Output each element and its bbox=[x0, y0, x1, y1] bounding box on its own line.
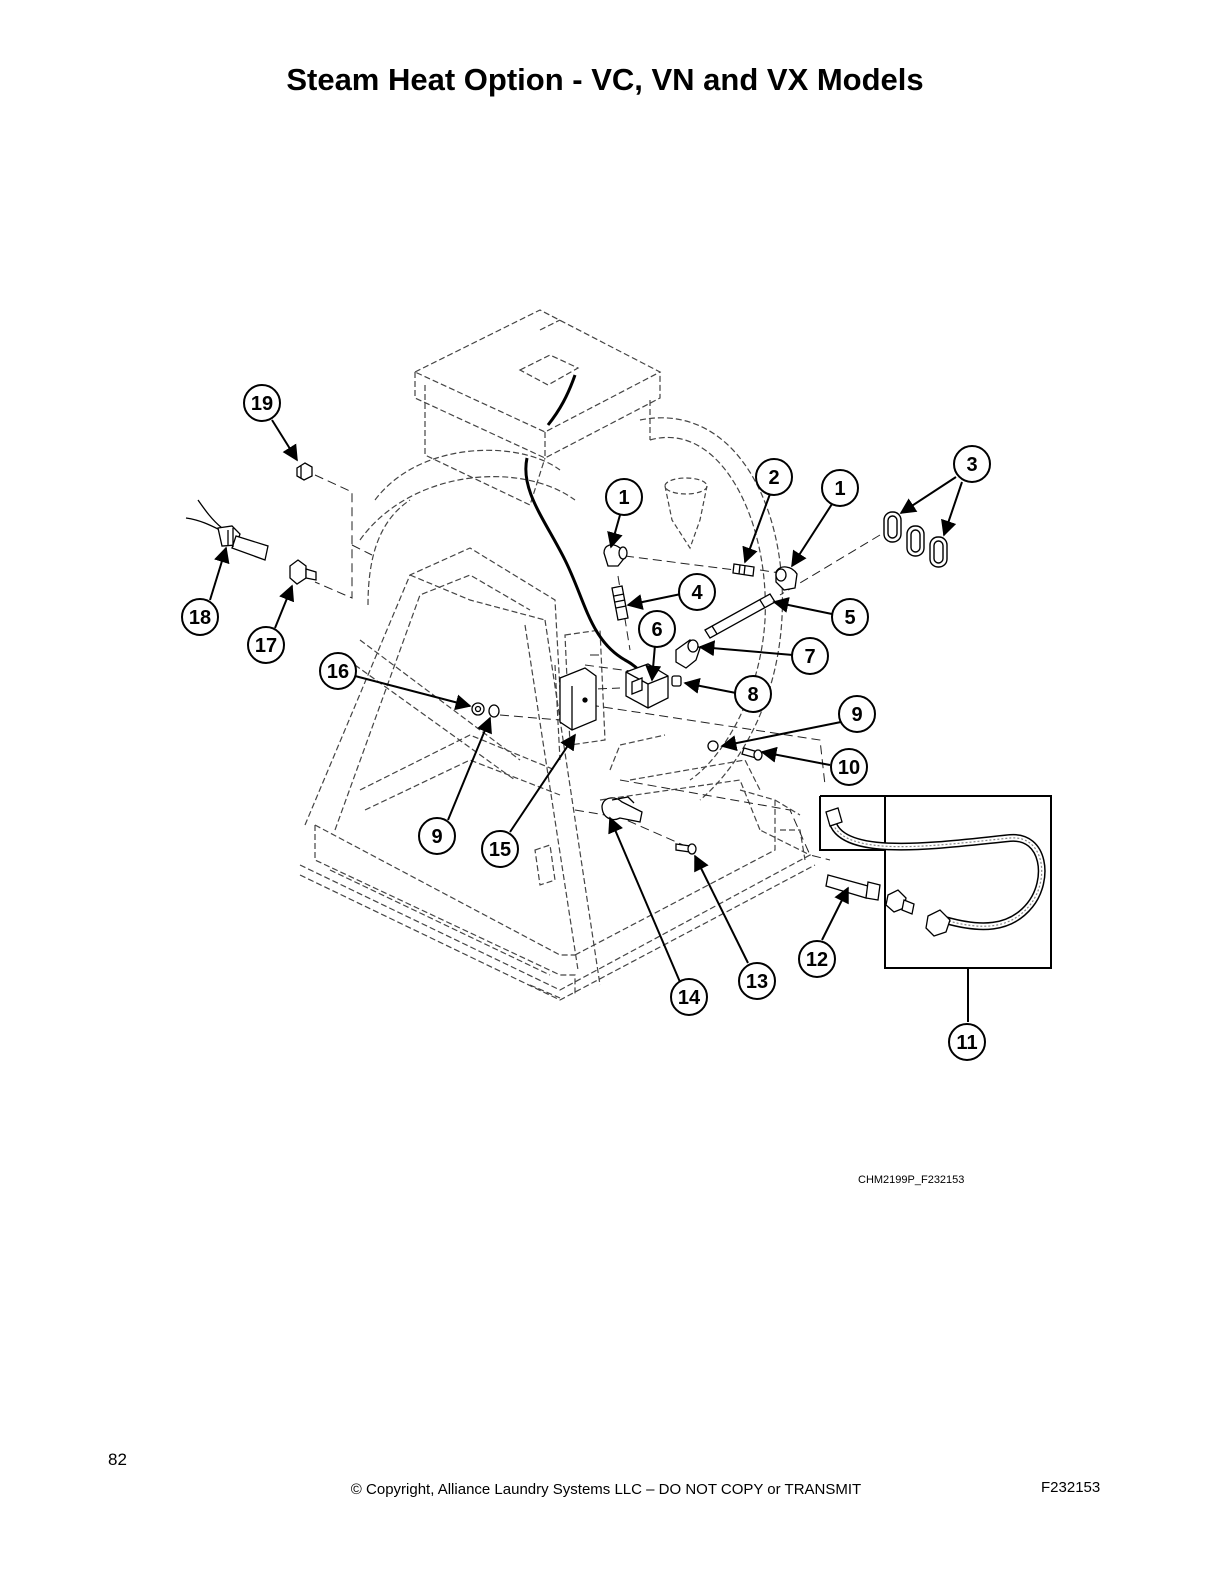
svg-text:18: 18 bbox=[189, 607, 211, 629]
callout-18: 18 bbox=[181, 598, 219, 636]
svg-text:13: 13 bbox=[746, 971, 768, 993]
svg-text:3: 3 bbox=[966, 454, 977, 476]
svg-text:1: 1 bbox=[834, 478, 845, 500]
callout-13: 13 bbox=[738, 962, 776, 1000]
callout-4: 4 bbox=[678, 573, 716, 611]
callout-1-right: 1 bbox=[821, 469, 859, 507]
part-17-adapter bbox=[289, 559, 317, 585]
part-18-temperature-probe bbox=[185, 499, 269, 561]
drawing-id: CHM2199P_F232153 bbox=[858, 1174, 965, 1186]
callout-16: 16 bbox=[319, 652, 357, 690]
svg-text:16: 16 bbox=[327, 661, 349, 683]
part-2-pipe-nipple bbox=[732, 563, 755, 577]
callout-3: 3 bbox=[953, 445, 991, 483]
callout-15: 15 bbox=[481, 830, 519, 868]
copyright-notice: © Copyright, Alliance Laundry Systems LL… bbox=[350, 1481, 862, 1498]
callout-14: 14 bbox=[670, 978, 708, 1016]
svg-text:12: 12 bbox=[806, 949, 828, 971]
wiring-harness bbox=[524, 374, 650, 685]
callout-17: 17 bbox=[247, 626, 285, 664]
callout-1-left: 1 bbox=[605, 478, 643, 516]
callout-11: 11 bbox=[948, 1023, 986, 1061]
callout-12: 12 bbox=[798, 940, 836, 978]
callout-9-right: 9 bbox=[838, 695, 876, 733]
svg-text:5: 5 bbox=[844, 607, 855, 629]
part-1-elbow-right bbox=[775, 566, 798, 591]
svg-text:14: 14 bbox=[678, 987, 701, 1009]
svg-text:4: 4 bbox=[691, 582, 703, 604]
part-3-plugs bbox=[883, 511, 948, 568]
part-6-steam-valve bbox=[625, 663, 669, 709]
callout-19: 19 bbox=[243, 384, 281, 422]
part-1-elbow-left bbox=[603, 544, 628, 567]
page-number: 82 bbox=[108, 1450, 127, 1469]
part-10-screw bbox=[741, 747, 763, 761]
part-15-bracket bbox=[559, 667, 597, 731]
callout-9-left: 9 bbox=[418, 817, 456, 855]
leader-arrows bbox=[209, 419, 963, 983]
part-8-plug bbox=[671, 675, 682, 687]
part-9-washer bbox=[707, 740, 719, 752]
part-11-hose-assembly bbox=[819, 795, 1052, 1022]
callout-2: 2 bbox=[755, 458, 793, 496]
svg-text:7: 7 bbox=[804, 646, 815, 668]
part-4-pipe-nipple bbox=[611, 585, 629, 621]
part-13-screw bbox=[675, 843, 697, 855]
callout-8: 8 bbox=[734, 675, 772, 713]
part-16-nut-and-9-washer bbox=[471, 702, 500, 718]
svg-text:8: 8 bbox=[747, 684, 758, 706]
svg-text:17: 17 bbox=[255, 635, 277, 657]
document-id: F232153 bbox=[1041, 1479, 1101, 1496]
svg-text:9: 9 bbox=[851, 704, 862, 726]
part-14-clamp bbox=[601, 796, 643, 823]
part-12-pipe-nipple bbox=[825, 874, 881, 901]
svg-text:2: 2 bbox=[768, 467, 779, 489]
part-19-fitting bbox=[296, 462, 313, 481]
svg-text:19: 19 bbox=[251, 393, 273, 415]
svg-text:9: 9 bbox=[431, 826, 442, 848]
svg-text:11: 11 bbox=[956, 1032, 977, 1054]
svg-text:15: 15 bbox=[489, 839, 511, 861]
steam-duct bbox=[664, 477, 708, 550]
part-7-tee bbox=[675, 639, 701, 669]
page-title: Steam Heat Option - VC, VN and VX Models bbox=[286, 62, 924, 97]
callout-7: 7 bbox=[791, 637, 829, 675]
svg-text:10: 10 bbox=[838, 757, 860, 779]
machine-frame bbox=[299, 309, 816, 1001]
callout-5: 5 bbox=[831, 598, 869, 636]
svg-text:6: 6 bbox=[651, 619, 662, 641]
callout-10: 10 bbox=[830, 748, 868, 786]
callout-6: 6 bbox=[638, 610, 676, 648]
svg-text:1: 1 bbox=[618, 487, 629, 509]
